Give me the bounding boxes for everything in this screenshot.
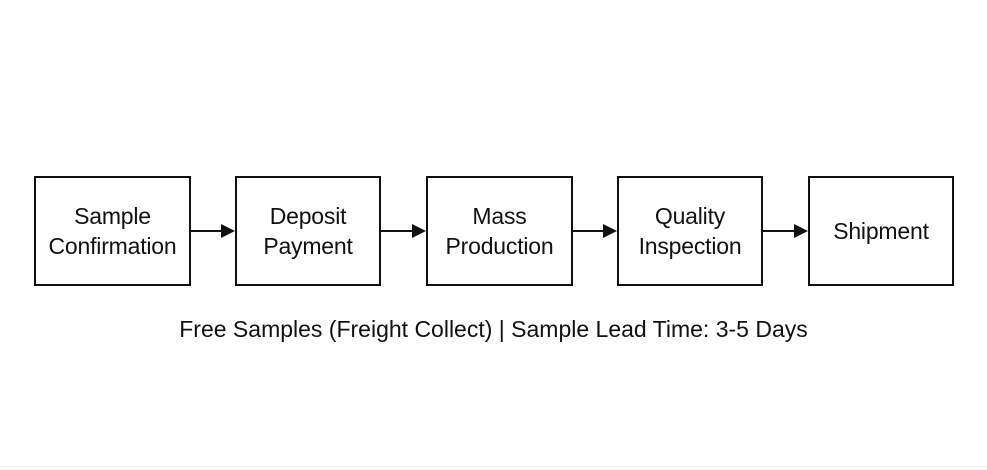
step-mass-production: Mass Production <box>426 176 573 286</box>
divider <box>0 466 987 467</box>
step-label: Shipment <box>833 218 929 244</box>
step-shipment: Shipment <box>808 176 954 286</box>
step-sample-confirmation: Sample Confirmation <box>34 176 191 286</box>
arrow-right-icon <box>573 221 617 241</box>
step-label: Sample Confirmation <box>48 203 177 259</box>
step-label: Quality Inspection <box>638 203 742 259</box>
arrow-right-icon <box>191 221 235 241</box>
step-label: Deposit Payment <box>263 203 353 259</box>
sample-policy-note: Free Samples (Freight Collect) | Sample … <box>179 316 808 342</box>
arrow-right-icon <box>381 221 426 241</box>
arrow-right-icon <box>763 221 808 241</box>
step-deposit-payment: Deposit Payment <box>235 176 381 286</box>
step-label: Mass Production <box>445 203 554 259</box>
step-quality-inspection: Quality Inspection <box>617 176 763 286</box>
